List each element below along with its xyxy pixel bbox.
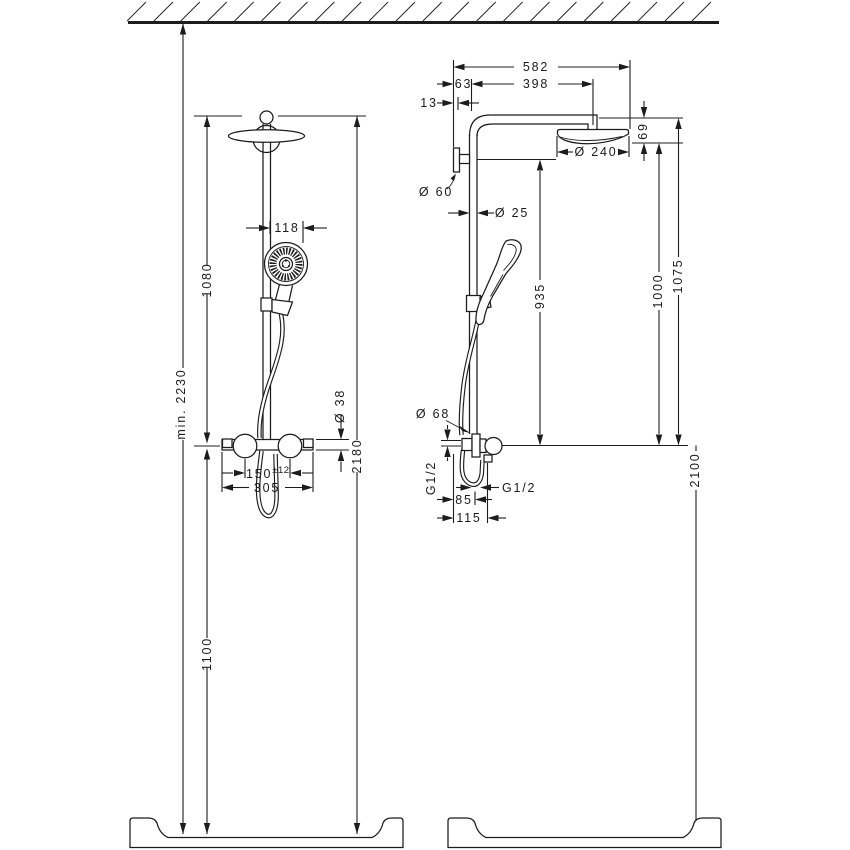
dim-582-label: 582 (523, 60, 549, 74)
thermostat-valve-front (221, 433, 314, 459)
hand-shower-grip (274, 284, 294, 302)
dim-2180-label: 2180 (350, 438, 364, 473)
dim-150-label: 150±12 (246, 465, 290, 481)
dim-118-label: 118 (274, 221, 299, 235)
dim-valve-diameter: Ø 38 (316, 389, 349, 472)
dim-69-label: 69 (636, 122, 650, 140)
volume-knob (277, 433, 303, 459)
temperature-knob (232, 433, 258, 459)
hand-shower-holder (271, 298, 294, 317)
pipe-slider (260, 297, 273, 312)
knob-side (484, 436, 503, 456)
dim-85-label: 85 (455, 493, 473, 507)
shower-tray-front (129, 817, 404, 849)
thermostat-valve-side (461, 433, 688, 463)
shower-hose-side (458, 320, 485, 487)
ceiling-hatch (126, 1, 719, 24)
dim-63-398: 63 398 (437, 77, 593, 91)
valve-end-cap-left (221, 438, 233, 449)
dim-bracket-diameter-label: Ø 60 (419, 185, 453, 199)
hand-shower-hub (278, 256, 294, 272)
dim-305-label: 305 (254, 481, 280, 495)
wall-bracket-side: Ø 60 (419, 147, 556, 199)
dim-min-install-height-label: min. 2230 (174, 368, 188, 439)
dim-2100: 2100 (688, 445, 702, 836)
shower-head-disc-front (227, 129, 306, 143)
hand-shower-front (260, 241, 309, 317)
dim-1080-1100: 1080 1100 (194, 116, 220, 834)
dim-13: 13 (420, 96, 479, 110)
overhead-shower-side (556, 128, 630, 145)
dim-valve-diameter-label: Ø 38 (333, 389, 347, 423)
shower-tray-side (447, 817, 722, 849)
dim-115-label: 115 (456, 511, 481, 525)
dim-1080-label: 1080 (200, 262, 214, 297)
valve-escutcheon-side (471, 433, 481, 458)
side-view: 582 63 398 13 (416, 60, 722, 849)
dim-1075-label: 1075 (671, 258, 685, 293)
supply-thread-label: G1/2 (424, 461, 438, 495)
dim-head-diameter-label: Ø 240 (574, 145, 617, 159)
dim-935-label: 935 (533, 283, 547, 309)
hose-outlet-side (483, 454, 493, 463)
dim-escutcheon-diameter: Ø 68 (416, 407, 471, 461)
dim-63-label: 63 (455, 77, 473, 91)
dim-13-label: 13 (420, 96, 438, 110)
dim-pipe-diameter: Ø 25 (448, 206, 529, 220)
dim-escutcheon-diameter-label: Ø 68 (416, 407, 450, 421)
dim-935: 935 (533, 159, 547, 446)
dim-connections: G1/2 G1/2 85 115 (424, 454, 536, 525)
dim-1000: 1000 (651, 143, 665, 446)
dim-582: 582 (453, 60, 630, 74)
dim-2180: 2180 (194, 115, 366, 834)
dim-69: 69 (599, 101, 683, 161)
dim-398-label: 398 (523, 77, 549, 91)
dim-min-install-height: min. 2230 (174, 23, 188, 834)
spray-face (269, 247, 303, 281)
dim-1075: 1075 (671, 118, 685, 446)
dim-1100-label: 1100 (200, 637, 214, 671)
dim-connection-centers: 150±12 (222, 459, 313, 481)
front-view: min. 2230 1080 1100 2180 (129, 23, 404, 849)
shower-arm-side (468, 114, 598, 434)
shower-hose-front (255, 313, 285, 519)
dim-2100-label: 2100 (688, 452, 702, 487)
dim-1000-label: 1000 (651, 273, 665, 308)
valve-end-cap-right (302, 438, 314, 449)
dim-pipe-diameter-label: Ø 25 (495, 206, 529, 220)
riser-pipe-front (262, 124, 272, 440)
dim-valve-width: 305 (221, 452, 314, 495)
ball-joint (259, 110, 274, 125)
supply-connection-side (461, 437, 473, 452)
overhead-shower-front (227, 110, 306, 154)
hose-outlet-thread-label: G1/2 (502, 481, 536, 495)
hand-shower-side (465, 239, 522, 326)
dim-118: 118 (246, 221, 327, 243)
dim-head-diameter: Ø 240 (556, 136, 630, 159)
